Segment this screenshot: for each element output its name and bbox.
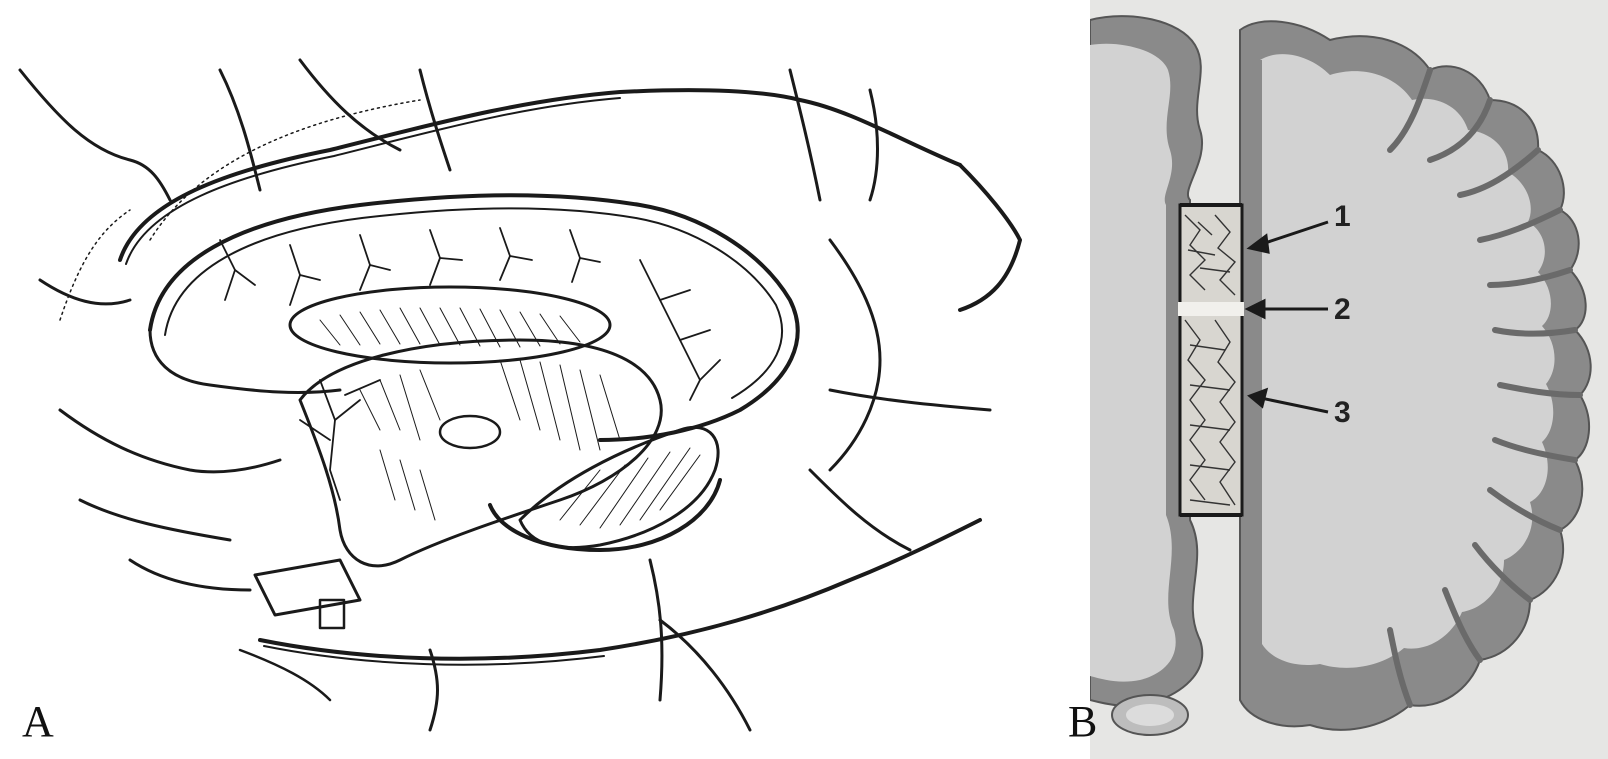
branch-top-5 <box>870 90 878 200</box>
branch-left-5 <box>130 560 250 590</box>
pial-gap <box>1178 302 1244 316</box>
branch-right-3 <box>810 470 910 550</box>
callout-label-2: 2 <box>1334 293 1351 326</box>
callout-label-3: 3 <box>1334 396 1351 429</box>
left-hemisphere-white <box>1090 44 1176 682</box>
branch-bottom-3 <box>430 650 438 730</box>
vascular-drawing <box>0 0 1090 759</box>
branch-left-3 <box>60 410 280 472</box>
branch-right-2 <box>830 390 990 410</box>
outer-vessel-top-inner <box>126 98 620 264</box>
inner-loop-outer <box>150 195 798 440</box>
panel-b-brain-section: 1 2 3 B <box>1090 0 1608 759</box>
small-oval <box>440 416 500 448</box>
panel-letter-a: A <box>22 700 54 744</box>
outer-vessel-top <box>120 90 960 260</box>
outer-vessel-right <box>960 165 1020 310</box>
branch-left-4 <box>80 500 230 540</box>
inner-loop-base <box>150 330 340 392</box>
branch-left-1 <box>20 70 170 200</box>
panel-letter-b: B <box>1068 700 1097 744</box>
branch-right-1 <box>830 240 880 470</box>
branch-bottom-1 <box>650 560 662 700</box>
brain-section-illustration: 1 2 3 <box>1090 0 1608 759</box>
thalamus-shape <box>300 340 661 566</box>
branch-bottom-4 <box>240 650 330 700</box>
panel-a-vascular-drawing: A <box>0 0 1090 759</box>
corpus-callosum-inner <box>1126 704 1174 726</box>
branch-left-2 <box>40 280 130 304</box>
callout-label-1: 1 <box>1334 200 1351 233</box>
inner-loop-inner <box>165 208 782 398</box>
branch-top-4 <box>790 70 820 200</box>
caudate-shape <box>290 287 610 363</box>
hippocampus-shape <box>520 427 718 547</box>
medial-strip <box>1178 205 1244 515</box>
